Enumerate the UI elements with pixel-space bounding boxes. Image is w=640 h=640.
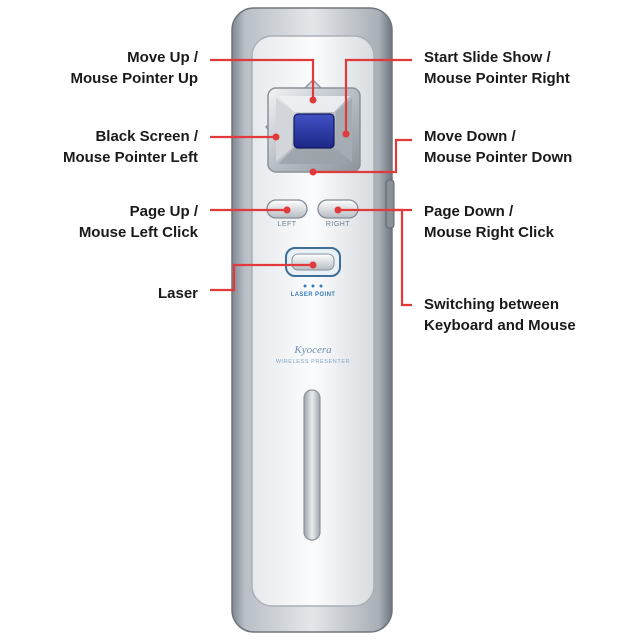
callout-page-down-line2: Mouse Right Click bbox=[424, 224, 555, 241]
callout-black-screen-line1: Black Screen / bbox=[95, 128, 198, 145]
right-button-label: RIGHT bbox=[325, 221, 351, 228]
callout-switching-line1: Switching between bbox=[424, 296, 560, 313]
callout-switching: Switching between Keyboard and Mouse bbox=[424, 294, 576, 336]
callout-black-screen: Black Screen / Mouse Pointer Left bbox=[20, 126, 198, 168]
brand-logo-text: Kyocera bbox=[294, 344, 332, 356]
center-button[interactable] bbox=[293, 113, 335, 149]
laser-point-label: LASER POINT bbox=[290, 292, 336, 298]
callout-page-down-line1: Page Down / bbox=[424, 203, 514, 220]
callout-move-down-line1: Move Down / bbox=[424, 128, 516, 145]
leader-dots bbox=[272, 96, 350, 269]
model-text: WIRELESS PRESENTER bbox=[275, 359, 351, 365]
callout-page-down: Page Down / Mouse Right Click bbox=[424, 201, 554, 243]
callout-page-up-line2: Mouse Left Click bbox=[78, 224, 198, 241]
callout-page-up-line1: Page Up / bbox=[129, 203, 198, 220]
battery-slot bbox=[303, 389, 321, 541]
callout-move-up-line1: Move Up / bbox=[127, 49, 198, 66]
laser-indicator-dots bbox=[303, 284, 323, 288]
leader-lines bbox=[210, 58, 412, 307]
callout-laser: Laser bbox=[20, 283, 198, 304]
device-face bbox=[251, 35, 375, 607]
callout-start-slide-show-line1: Start Slide Show / bbox=[424, 49, 551, 66]
callout-move-down-line2: Mouse Pointer Down bbox=[424, 149, 573, 166]
callout-move-up-line2: Mouse Pointer Up bbox=[70, 70, 198, 87]
callout-switching-line2: Keyboard and Mouse bbox=[424, 317, 576, 334]
left-button-label: LEFT bbox=[277, 221, 297, 228]
callout-start-slide-show: Start Slide Show / Mouse Pointer Right bbox=[424, 47, 570, 89]
callout-move-up: Move Up / Mouse Pointer Up bbox=[20, 47, 198, 89]
callout-start-slide-show-line2: Mouse Pointer Right bbox=[424, 70, 570, 87]
callout-black-screen-line2: Mouse Pointer Left bbox=[62, 149, 198, 166]
callout-move-down: Move Down / Mouse Pointer Down bbox=[424, 126, 572, 168]
mode-switch[interactable] bbox=[385, 179, 395, 229]
callout-page-up: Page Up / Mouse Left Click bbox=[20, 201, 198, 243]
callout-laser-line1: Laser bbox=[157, 285, 198, 302]
